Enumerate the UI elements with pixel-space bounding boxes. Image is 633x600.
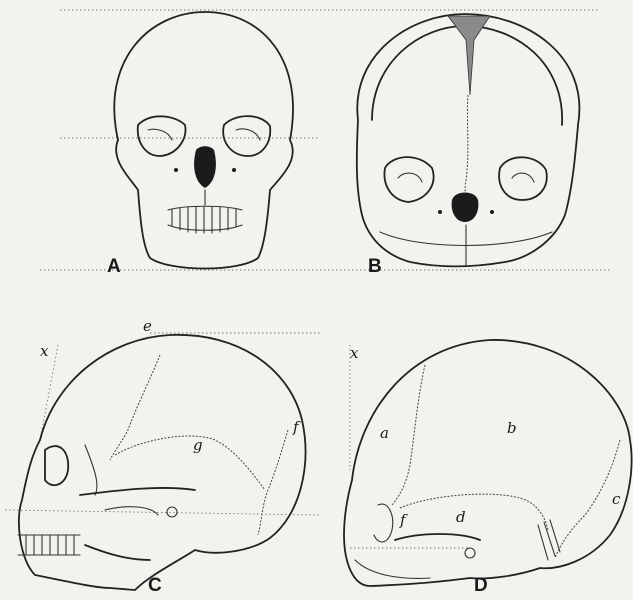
skull-c-tooth-rows — [18, 535, 80, 555]
skull-c-zygomatic-line — [85, 445, 97, 495]
c-label-x: x — [40, 342, 49, 360]
skull-d-orbit — [374, 504, 393, 542]
skull-a-teeth-lines — [168, 206, 242, 230]
skull-d-zygomatic-arch — [395, 534, 480, 540]
skull-d-coronal-suture — [392, 365, 425, 505]
skull-d-mandible — [355, 560, 430, 578]
skull-c-mandible — [85, 545, 150, 560]
panel-c-adult-skull-side — [5, 333, 320, 590]
d-label-c: c — [612, 490, 621, 508]
skull-c-teeth — [26, 535, 74, 555]
skull-c-squamosal-suture — [115, 436, 265, 490]
skull-b-nasal-cavity — [452, 193, 479, 223]
panel-label-d: D — [474, 575, 488, 596]
skull-b-left-orbit — [384, 157, 433, 202]
skull-c-maxilla-detail — [105, 507, 158, 515]
d-label-f: f — [399, 511, 408, 529]
skull-d-squamosal-suture — [400, 494, 548, 530]
skull-a-nasal-cavity — [194, 146, 216, 188]
skull-b-right-orbit-detail — [512, 173, 534, 182]
skull-b-foramen-left — [438, 210, 442, 214]
skull-d-outline — [344, 340, 632, 586]
d-label-x: x — [350, 344, 359, 362]
skull-b-left-orbit-detail — [398, 173, 422, 182]
skull-c-orbit — [45, 446, 68, 485]
c-label-f: f — [292, 418, 301, 436]
panel-label-c: C — [148, 575, 162, 596]
skull-c-ear-opening — [167, 507, 177, 517]
panel-d-infant-skull-side — [344, 340, 632, 586]
d-label-d: d — [456, 508, 466, 526]
skull-b-right-orbit — [499, 157, 547, 200]
skull-a-foramen-left — [174, 168, 178, 172]
c-label-g: g — [193, 436, 203, 454]
skull-a-left-orbit — [138, 116, 186, 156]
skull-a-right-orbit — [223, 116, 270, 156]
panel-label-b: B — [368, 256, 382, 277]
skull-c-outline — [19, 335, 306, 590]
skull-c-coronal-suture — [110, 355, 160, 460]
panel-label-a: A — [107, 256, 121, 277]
skull-d-ear-opening — [465, 548, 475, 558]
c-label-e: e — [143, 317, 152, 335]
skull-b-foramen-right — [490, 210, 494, 214]
panel-a-adult-skull-front — [114, 12, 293, 269]
skull-c-lambdoid-suture — [258, 430, 288, 535]
skull-a-foramen-right — [232, 168, 236, 172]
d-label-b: b — [507, 419, 517, 437]
guide-line-c-base — [5, 510, 320, 515]
d-label-a: a — [380, 424, 389, 442]
skull-d-lambdoid-suture — [555, 440, 620, 558]
panel-b-infant-skull-front — [357, 14, 580, 267]
